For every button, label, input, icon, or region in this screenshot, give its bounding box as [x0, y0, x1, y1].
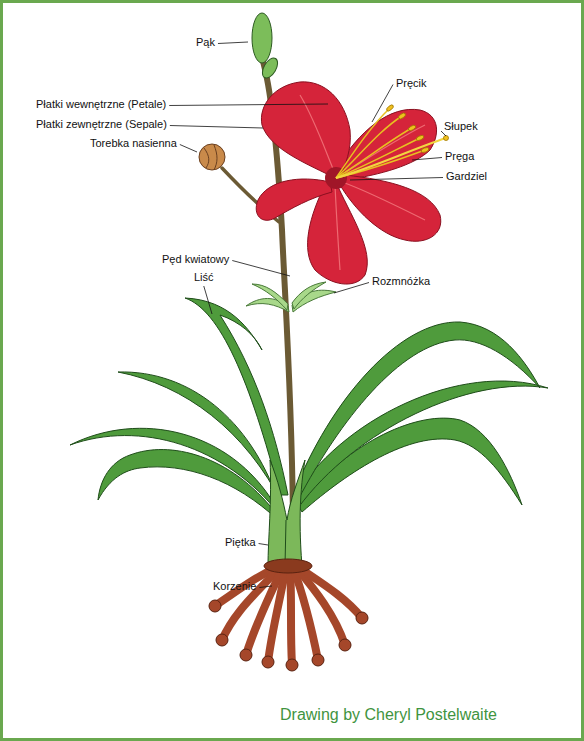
root-tips [209, 600, 368, 671]
roots [290, 567, 292, 665]
plantlet [252, 284, 288, 310]
leader-line [259, 586, 272, 588]
seed-capsule [204, 145, 217, 170]
leader-line [180, 145, 197, 153]
root-crown [264, 559, 312, 573]
stamens [336, 128, 412, 178]
anthers [416, 134, 425, 141]
part-label: Piętka [225, 536, 256, 549]
root-tips [216, 634, 228, 646]
stamens [336, 108, 390, 178]
bud [259, 55, 280, 80]
part-label: Płatki wewnętrzne (Petale) [36, 98, 166, 111]
seed-capsule [199, 144, 225, 170]
root-tips [356, 612, 368, 624]
leader-line [412, 158, 442, 161]
seed-capsule [199, 144, 225, 170]
part-label: Pręcik [396, 77, 427, 90]
leader-line [372, 85, 393, 123]
root-tips [209, 600, 221, 612]
leaf [70, 298, 548, 520]
root-tips [262, 656, 274, 668]
leaf [293, 322, 540, 500]
stamens [336, 138, 446, 178]
root-tips [312, 654, 324, 666]
plantlet [292, 282, 326, 309]
part-label: Pęd kwiatowy [162, 253, 229, 266]
anthers [408, 124, 417, 131]
root-tips [339, 639, 351, 651]
anthers [421, 147, 430, 153]
leader-line [218, 42, 248, 44]
drawing-credit: Drawing by Cheryl Postelwaite [280, 705, 497, 724]
stamens [336, 108, 446, 178]
anthers [398, 112, 407, 120]
flower [300, 95, 425, 270]
bud [252, 13, 281, 81]
part-label: Liść [194, 271, 214, 284]
part-label: Słupek [444, 120, 478, 133]
leader-line [232, 261, 290, 277]
roots [268, 567, 286, 662]
leader-line [259, 544, 268, 546]
part-label: Pąk [196, 36, 215, 49]
root-tips [286, 659, 298, 671]
part-label: Płatki zewnętrzne (Sepale) [36, 118, 167, 131]
part-label: Korzenie [213, 580, 256, 593]
flower [256, 179, 332, 220]
part-label: Gardziel [446, 170, 487, 183]
root-tips [240, 649, 252, 661]
leader-line [350, 178, 443, 181]
anthers [386, 104, 449, 153]
anthers [386, 104, 395, 112]
leader-line [334, 283, 369, 294]
crown [268, 460, 305, 566]
leader-line [169, 104, 328, 106]
crown [268, 460, 305, 566]
flower [256, 82, 441, 284]
part-label: Torebka nasienna [90, 137, 177, 150]
bud [252, 13, 272, 63]
part-label: Pręga [445, 150, 474, 163]
leader-line [170, 126, 263, 129]
roots [298, 567, 362, 618]
stamens [336, 138, 420, 178]
part-label: Rozmnóżka [372, 275, 430, 288]
leader-line [204, 286, 212, 314]
anthers [444, 136, 449, 141]
flower [261, 82, 350, 178]
plantlet [246, 282, 336, 312]
